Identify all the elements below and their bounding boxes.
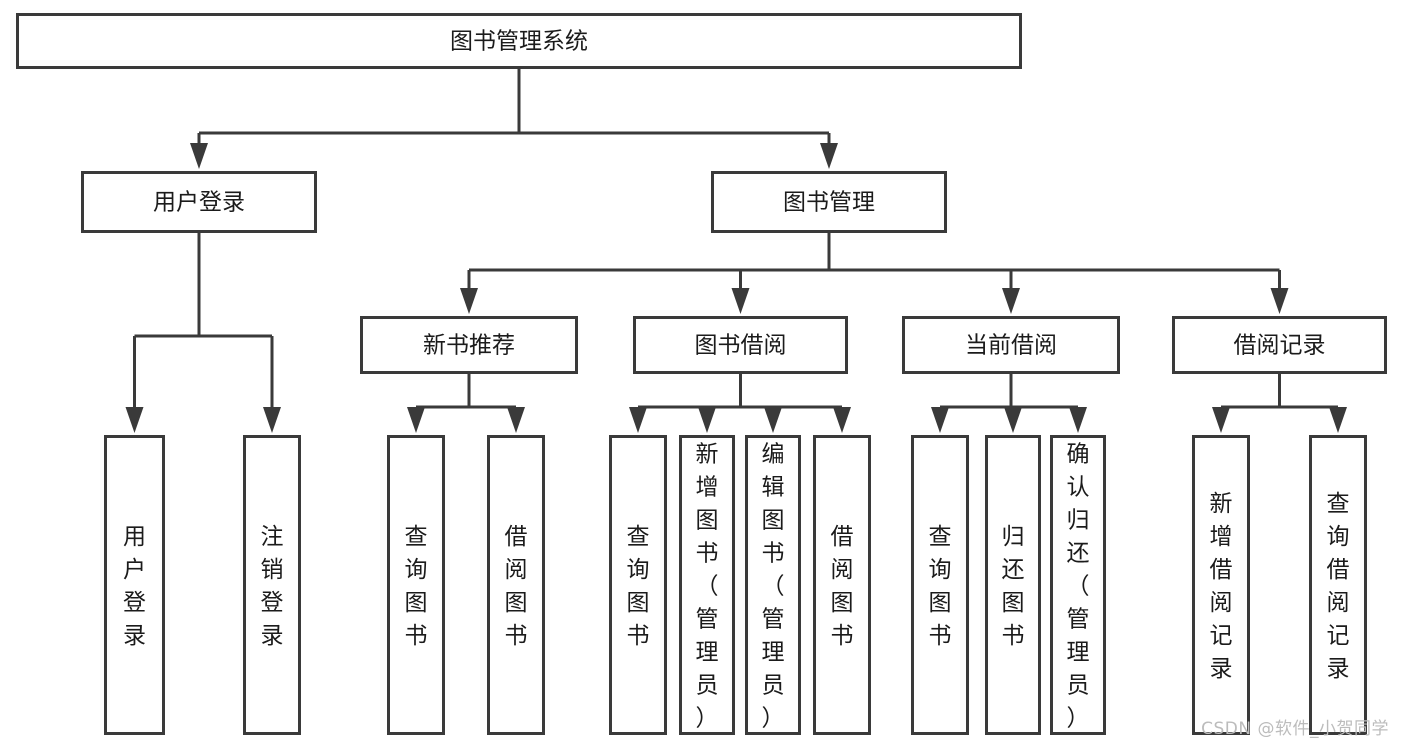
node-current-borrow[interactable]: 当前借阅 bbox=[902, 316, 1120, 374]
connector-group bbox=[1212, 374, 1347, 433]
watermark-label: CSDN @软件_小贺同学 bbox=[1201, 719, 1389, 739]
node-book-manage[interactable]: 图书管理 bbox=[711, 171, 947, 233]
connector-group bbox=[125, 233, 281, 433]
node-box bbox=[902, 316, 1120, 374]
node-box bbox=[1309, 435, 1367, 735]
node-label: 借阅图书 bbox=[505, 524, 528, 649]
arrow-head-icon bbox=[1004, 407, 1022, 433]
connector-group bbox=[931, 374, 1087, 433]
node-leaf-borrow-lend[interactable]: 借阅图书 bbox=[813, 435, 871, 735]
arrow-head-icon bbox=[460, 288, 478, 314]
node-label: 图书管理 bbox=[783, 190, 875, 216]
node-box bbox=[813, 435, 871, 735]
connector-group bbox=[629, 374, 851, 433]
node-leaf-cur-confirm[interactable]: 确认归还（管理员） bbox=[1050, 435, 1106, 735]
arrow-head-icon bbox=[764, 407, 782, 433]
arrow-head-icon bbox=[1002, 288, 1020, 314]
arrow-head-icon bbox=[698, 407, 716, 433]
node-box bbox=[1050, 435, 1106, 735]
arrow-head-icon bbox=[407, 407, 425, 433]
node-box bbox=[911, 435, 969, 735]
arrow-head-icon bbox=[931, 407, 949, 433]
node-label: 查询图书 bbox=[929, 524, 952, 649]
node-label: 借阅图书 bbox=[831, 524, 854, 649]
node-label: 查询借阅记录 bbox=[1327, 491, 1350, 682]
arrow-head-icon bbox=[833, 407, 851, 433]
node-label: 编辑图书（管理员） bbox=[762, 442, 785, 732]
connector-group bbox=[407, 374, 525, 433]
node-box bbox=[243, 435, 301, 735]
node-label: 新增图书（管理员） bbox=[696, 442, 719, 732]
node-leaf-user-login[interactable]: 用户登录 bbox=[104, 435, 165, 735]
node-box bbox=[985, 435, 1041, 735]
node-box bbox=[360, 316, 578, 374]
node-box bbox=[679, 435, 735, 735]
connector-group bbox=[190, 69, 838, 169]
node-label: 查询图书 bbox=[405, 524, 428, 649]
arrow-head-icon bbox=[263, 407, 281, 433]
node-leaf-borrow-query[interactable]: 查询图书 bbox=[609, 435, 667, 735]
node-box bbox=[609, 435, 667, 735]
node-label: 新书推荐 bbox=[423, 333, 515, 359]
node-box bbox=[745, 435, 801, 735]
node-label: 图书借阅 bbox=[695, 333, 787, 359]
node-label: 用户登录 bbox=[123, 524, 146, 649]
node-leaf-rec-query[interactable]: 查询图书 bbox=[387, 435, 445, 735]
node-label: 确认归还（管理员） bbox=[1067, 442, 1090, 732]
arrow-head-icon bbox=[125, 407, 144, 433]
node-box bbox=[1172, 316, 1387, 374]
nodes-layer: 图书管理系统用户登录图书管理新书推荐图书借阅当前借阅借阅记录用户登录注销登录查询… bbox=[16, 13, 1387, 735]
arrow-head-icon bbox=[1069, 407, 1087, 433]
node-label: 用户登录 bbox=[153, 190, 245, 216]
node-label: 归还图书 bbox=[1002, 524, 1025, 649]
node-box bbox=[104, 435, 165, 735]
node-leaf-rec-search[interactable]: 查询借阅记录 bbox=[1309, 435, 1367, 735]
node-label: 当前借阅 bbox=[965, 333, 1057, 359]
node-label: 借阅记录 bbox=[1234, 333, 1326, 359]
node-book-borrow[interactable]: 图书借阅 bbox=[633, 316, 848, 374]
arrow-head-icon bbox=[820, 143, 838, 169]
arrow-head-icon bbox=[629, 407, 647, 433]
node-leaf-rec-borrow[interactable]: 借阅图书 bbox=[487, 435, 545, 735]
arrow-head-icon bbox=[731, 288, 750, 314]
node-label: 注销登录 bbox=[261, 524, 284, 649]
node-box bbox=[1192, 435, 1250, 735]
node-leaf-cur-query[interactable]: 查询图书 bbox=[911, 435, 969, 735]
node-root[interactable]: 图书管理系统 bbox=[16, 13, 1022, 69]
node-leaf-user-logout[interactable]: 注销登录 bbox=[243, 435, 301, 735]
node-box bbox=[16, 13, 1022, 69]
node-label: 新增借阅记录 bbox=[1210, 491, 1233, 682]
node-leaf-rec-add[interactable]: 新增借阅记录 bbox=[1192, 435, 1250, 735]
node-box bbox=[711, 171, 947, 233]
node-box bbox=[81, 171, 317, 233]
arrow-head-icon bbox=[190, 143, 208, 169]
node-user-login[interactable]: 用户登录 bbox=[81, 171, 317, 233]
arrow-head-icon bbox=[507, 407, 525, 433]
node-box bbox=[633, 316, 848, 374]
connector-group bbox=[460, 233, 1289, 314]
node-label: 查询图书 bbox=[627, 524, 650, 649]
node-borrow-record[interactable]: 借阅记录 bbox=[1172, 316, 1387, 374]
node-leaf-borrow-edit[interactable]: 编辑图书（管理员） bbox=[745, 435, 801, 735]
arrow-head-icon bbox=[1212, 407, 1230, 433]
node-leaf-cur-return[interactable]: 归还图书 bbox=[985, 435, 1041, 735]
node-new-book-rec[interactable]: 新书推荐 bbox=[360, 316, 578, 374]
node-box bbox=[387, 435, 445, 735]
connectors-layer bbox=[125, 69, 1347, 433]
node-leaf-borrow-add[interactable]: 新增图书（管理员） bbox=[679, 435, 735, 735]
arrow-head-icon bbox=[1329, 407, 1347, 433]
arrow-head-icon bbox=[1270, 288, 1289, 314]
node-box bbox=[487, 435, 545, 735]
node-label: 图书管理系统 bbox=[450, 29, 588, 55]
